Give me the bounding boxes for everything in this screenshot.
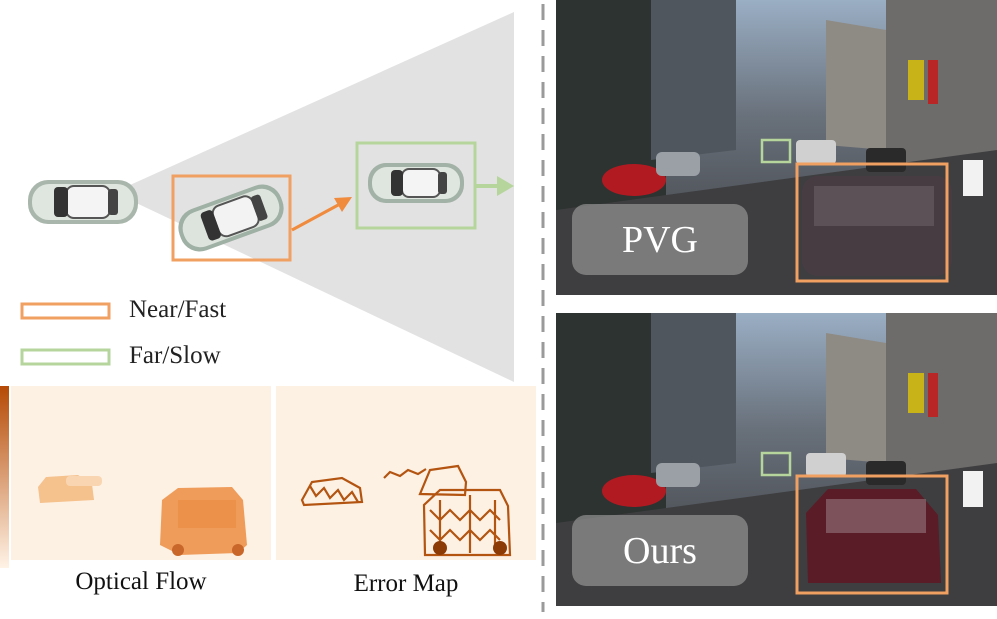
near-car-icon (178, 184, 284, 252)
optical-flow-caption: Optical Flow (75, 568, 207, 595)
dashed-divider (541, 4, 545, 612)
green-arrow (476, 176, 514, 196)
ours-label: Ours (572, 515, 748, 586)
optical-flow-image (11, 386, 271, 560)
error-map-image (276, 386, 536, 560)
motion-arrow (291, 197, 352, 232)
pvg-street-image (556, 0, 997, 295)
far-slow-swatch (20, 348, 111, 366)
legend-far-slow-label: Far/Slow (129, 342, 221, 369)
near-fast-box (171, 174, 292, 262)
left-illustration (0, 12, 536, 568)
pvg-label: PVG (572, 204, 748, 275)
pvg-render-panel: PVG (556, 0, 997, 295)
far-car-icon (368, 163, 464, 203)
near-fast-swatch (20, 302, 111, 320)
flow-colorbar (0, 386, 9, 568)
ego-car-icon (28, 180, 138, 224)
far-slow-box (355, 141, 477, 230)
ours-render-panel: Ours (556, 313, 997, 606)
camera-view-cone (130, 12, 514, 382)
legend-near-fast-label: Near/Fast (129, 296, 227, 323)
error-map-caption: Error Map (353, 570, 459, 597)
